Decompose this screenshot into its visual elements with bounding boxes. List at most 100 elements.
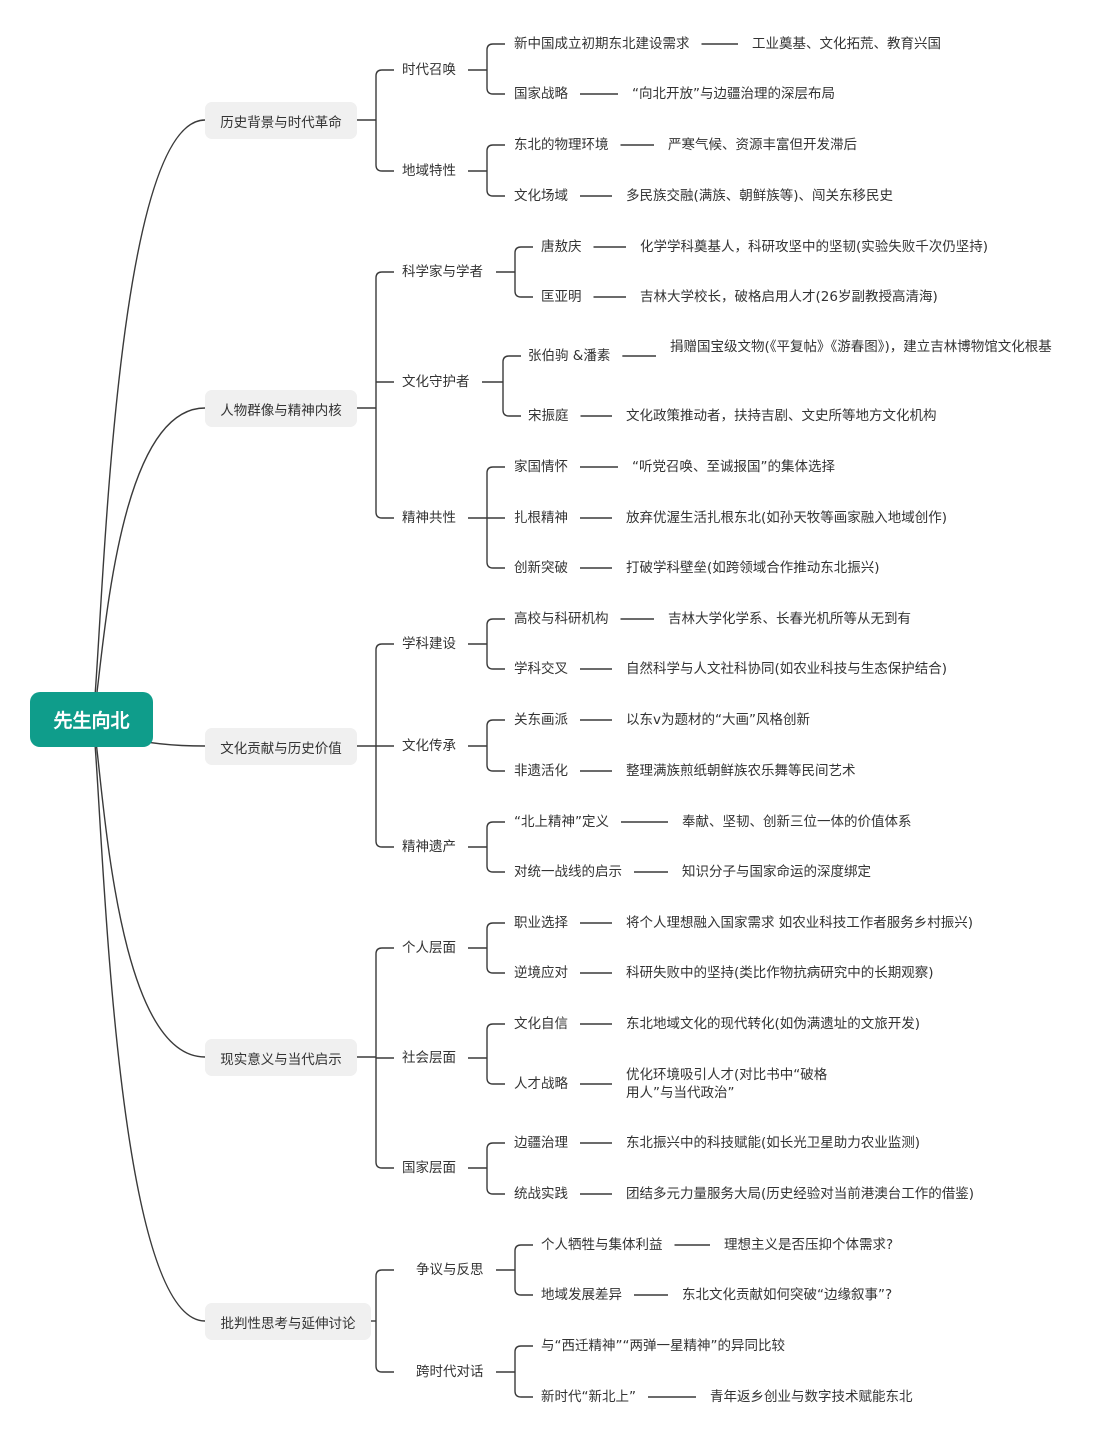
topic-label[interactable]: 与“西迁精神”“两弹一星精神”的异同比较 xyxy=(541,1338,785,1354)
topic-detail[interactable]: 东北振兴中的科技赋能(如长光卫星助力农业监测) xyxy=(626,1135,921,1151)
subtopic-bracket-branch xyxy=(486,466,505,474)
topic-label[interactable]: 国家战略 xyxy=(514,86,568,102)
topic-label[interactable]: 人才战略 xyxy=(514,1076,568,1092)
subtopic-bracket-branch xyxy=(486,966,505,974)
topic-label[interactable]: 文化自信 xyxy=(514,1016,568,1032)
branch-bracket-branch xyxy=(375,511,394,519)
subtopic-node[interactable]: 精神遗产 xyxy=(402,839,456,855)
topic-label[interactable]: 边疆治理 xyxy=(514,1135,568,1151)
subtopic-bracket-branch xyxy=(486,922,505,930)
subtopic-bracket-branch xyxy=(502,355,521,363)
subtopic-node[interactable]: 精神共性 xyxy=(402,510,456,526)
topic-detail[interactable]: 吉林大学校长，破格启用人才(26岁副教授高清海) xyxy=(640,289,938,305)
topic-detail[interactable]: 多民族交融(满族、朝鲜族等)、闯关东移民史 xyxy=(626,188,894,204)
subtopic-node[interactable]: 争议与反思 xyxy=(416,1262,484,1278)
topic-detail[interactable]: 放弃优渥生活扎根东北(如孙天牧等画家融入地域创作) xyxy=(626,510,948,526)
subtopic-bracket-branch xyxy=(514,1244,533,1252)
subtopic-node[interactable]: 跨时代对话 xyxy=(416,1364,484,1380)
topic-detail[interactable]: 吉林大学化学系、长春光机所等从无到有 xyxy=(668,611,911,627)
subtopic-node[interactable]: 国家层面 xyxy=(402,1160,456,1176)
topic-detail[interactable]: 打破学科壁垒(如跨领域合作推动东北振兴) xyxy=(626,560,880,576)
subtopic-bracket-branch xyxy=(514,246,533,254)
topic-detail[interactable]: 严寒气候、资源丰富但开发滞后 xyxy=(668,137,857,153)
topic-label[interactable]: 地域发展差异 xyxy=(541,1287,622,1303)
subtopic-node[interactable]: 社会层面 xyxy=(402,1050,456,1066)
topic-detail[interactable]: 整理满族煎纸朝鲜族农乐舞等民间艺术 xyxy=(626,763,856,779)
topic-detail[interactable]: 自然科学与人文社科协同(如农业科技与生态保护结合) xyxy=(626,661,948,677)
topic-label[interactable]: 个人牺牲与集体利益 xyxy=(541,1237,663,1253)
subtopic-bracket-branch xyxy=(486,865,505,873)
subtopic-bracket-branch xyxy=(486,1187,505,1195)
subtopic-bracket-branch xyxy=(486,1142,505,1150)
topic-detail[interactable]: 东北地域文化的现代转化(如伪满遗址的文旅开发) xyxy=(626,1016,921,1032)
topic-label[interactable]: 扎根精神 xyxy=(514,510,568,526)
topic-detail[interactable]: 科研失败中的坚持(类比作物抗病研究中的长期观察) xyxy=(626,965,934,981)
topic-label[interactable]: 非遗活化 xyxy=(514,763,568,779)
subtopic-node[interactable]: 时代召唤 xyxy=(402,62,456,78)
root-to-branch-curve xyxy=(92,407,206,721)
topic-detail[interactable]: 捐赠国宝级文物(《平复帖》《游春图》)，建立吉林博物馆文化根基 xyxy=(670,339,1052,355)
subtopic-node[interactable]: 文化守护者 xyxy=(402,374,470,390)
topic-detail[interactable]: 优化环境吸引人才(对比书中“破格用人”与当代政治” xyxy=(626,1067,828,1101)
topic-detail[interactable]: 工业奠基、文化拓荒、教育兴国 xyxy=(752,36,941,52)
subtopic-node[interactable]: 学科建设 xyxy=(402,636,456,652)
branch-node[interactable]: 现实意义与当代启示 xyxy=(205,1039,357,1076)
topic-detail[interactable]: 知识分子与国家命运的深度绑定 xyxy=(682,864,871,880)
subtopic-node[interactable]: 科学家与学者 xyxy=(402,264,483,280)
branch-node[interactable]: 批判性思考与延伸讨论 xyxy=(205,1303,371,1340)
topic-label[interactable]: 东北的物理环境 xyxy=(514,137,609,153)
branch-node[interactable]: 历史背景与时代革命 xyxy=(205,102,357,139)
subtopic-bracket-branch xyxy=(486,618,505,626)
topic-label[interactable]: 宋振庭 xyxy=(528,408,569,424)
topic-detail[interactable]: “向北开放”与边疆治理的深层布局 xyxy=(632,86,835,102)
branch-bracket-branch xyxy=(375,840,394,848)
topic-detail[interactable]: 奉献、坚韧、创新三位一体的价值体系 xyxy=(682,814,912,830)
topic-label[interactable]: 对统一战线的启示 xyxy=(514,864,622,880)
topic-detail[interactable]: 青年返乡创业与数字技术赋能东北 xyxy=(710,1389,913,1405)
subtopic-bracket-branch xyxy=(486,561,505,569)
topic-label[interactable]: 职业选择 xyxy=(514,915,568,931)
branch-bracket-branch xyxy=(375,164,394,172)
subtopic-bracket-branch xyxy=(486,719,505,727)
topic-label[interactable]: 张伯驹 &潘素 xyxy=(528,348,611,364)
topic-label[interactable]: 关东画派 xyxy=(514,712,568,728)
root-node[interactable]: 先生向北 xyxy=(30,692,153,747)
branch-node[interactable]: 文化贡献与历史价值 xyxy=(205,728,357,765)
subtopic-node[interactable]: 文化传承 xyxy=(402,738,456,754)
topic-label[interactable]: 匡亚明 xyxy=(541,289,582,305)
topic-label[interactable]: 统战实践 xyxy=(514,1186,568,1202)
subtopic-bracket-branch xyxy=(486,189,505,197)
subtopic-bracket-branch xyxy=(486,1077,505,1085)
topic-label[interactable]: “北上精神”定义 xyxy=(514,814,609,830)
branch-bracket-branch xyxy=(375,271,394,279)
topic-label[interactable]: 家国情怀 xyxy=(514,459,568,475)
topic-label[interactable]: 学科交叉 xyxy=(514,661,568,677)
topic-label[interactable]: 高校与科研机构 xyxy=(514,611,609,627)
branch-bracket-branch xyxy=(375,947,394,955)
root-to-branch-curve xyxy=(92,719,206,1058)
topic-label[interactable]: 唐敖庆 xyxy=(541,239,582,255)
topic-detail[interactable]: 理想主义是否压抑个体需求? xyxy=(724,1237,894,1253)
subtopic-bracket-branch xyxy=(514,290,533,298)
topic-detail[interactable]: 团结多元力量服务大局(历史经验对当前港澳台工作的借鉴) xyxy=(626,1186,975,1202)
topic-label[interactable]: 新时代“新北上” xyxy=(541,1389,636,1405)
subtopic-bracket-branch xyxy=(486,764,505,772)
topic-detail[interactable]: 文化政策推动者，扶持吉剧、文史所等地方文化机构 xyxy=(626,408,937,424)
subtopic-bracket-branch xyxy=(486,144,505,152)
topic-detail[interactable]: 东北文化贡献如何突破“边缘叙事”? xyxy=(682,1287,893,1303)
root-to-branch-curve xyxy=(92,719,206,1322)
topic-detail[interactable]: 将个人理想融入国家需求 如农业科技工作者服务乡村振兴) xyxy=(626,915,974,931)
subtopic-node[interactable]: 个人层面 xyxy=(402,940,456,956)
subtopic-bracket-branch xyxy=(486,43,505,51)
subtopic-bracket-branch xyxy=(514,1390,533,1398)
topic-label[interactable]: 创新突破 xyxy=(514,560,568,576)
topic-label[interactable]: 新中国成立初期东北建设需求 xyxy=(514,36,690,52)
topic-label[interactable]: 文化场域 xyxy=(514,188,568,204)
topic-detail[interactable]: 以东v为题材的“大画”风格创新 xyxy=(626,712,810,728)
branch-node[interactable]: 人物群像与精神内核 xyxy=(205,390,357,427)
subtopic-node[interactable]: 地域特性 xyxy=(402,163,456,179)
topic-detail[interactable]: 化学学科奠基人，科研攻坚中的坚韧(实验失败千次仍坚持) xyxy=(640,239,989,255)
topic-label[interactable]: 逆境应对 xyxy=(514,965,568,981)
topic-detail[interactable]: “听党召唤、至诚报国”的集体选择 xyxy=(632,459,835,475)
